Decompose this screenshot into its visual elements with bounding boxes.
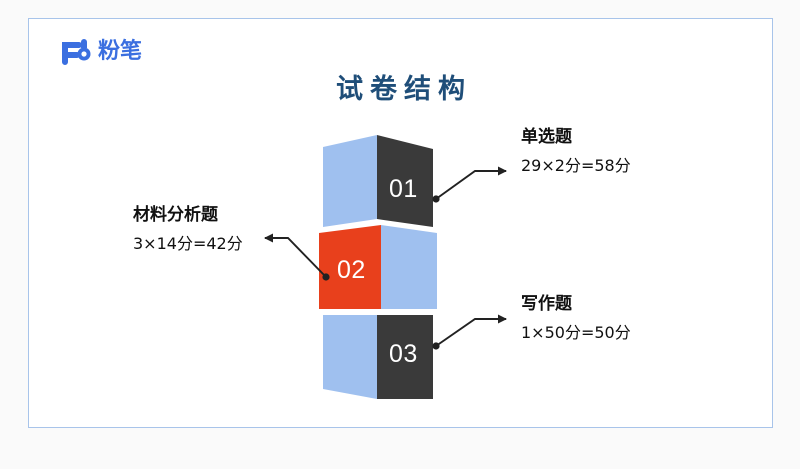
page-title: 试卷结构 <box>336 74 472 105</box>
brand-logo: 粉笔 <box>59 39 142 65</box>
callout-detail: 1×50分=50分 <box>521 323 631 343</box>
callout-heading: 单选题 <box>521 127 572 147</box>
block-number-02: 02 <box>337 256 366 284</box>
callout-heading: 写作题 <box>521 294 572 314</box>
brand-wordmark: 粉笔 <box>98 39 143 64</box>
callout-detail: 29×2分=58分 <box>521 156 631 176</box>
block-number-03: 03 <box>389 340 418 368</box>
callout-writing: 写作题 1×50分=50分 <box>521 294 631 343</box>
block-02 <box>319 225 437 309</box>
slide-canvas: 粉笔 试卷结构 01 02 03 <box>28 18 773 428</box>
fenbi-logo-icon <box>59 39 93 65</box>
callout-single-choice: 单选题 29×2分=58分 <box>521 127 631 176</box>
callout-detail: 3×14分=42分 <box>133 234 243 254</box>
block-01 <box>323 135 433 227</box>
block-number-01: 01 <box>389 175 418 203</box>
callout-material-analysis: 材料分析题 3×14分=42分 <box>133 205 243 254</box>
block-stack-diagram: 01 02 03 <box>305 127 465 407</box>
block-03 <box>323 315 433 399</box>
callout-heading: 材料分析题 <box>133 205 218 225</box>
